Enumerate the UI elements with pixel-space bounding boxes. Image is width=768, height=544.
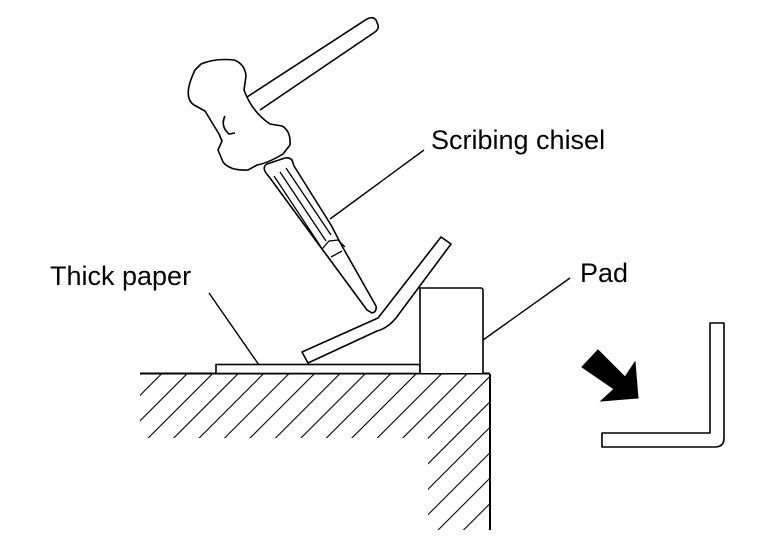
bent-plate (301, 236, 452, 364)
l-bracket (601, 322, 725, 448)
label-scribing-chisel: Scribing chisel (431, 125, 606, 155)
hammer-head (187, 58, 291, 171)
arrow-icon (581, 349, 639, 402)
leader-line-chisel (329, 149, 425, 220)
thick-paper (215, 363, 421, 375)
hammer-handle (246, 16, 379, 111)
scribing-chisel (263, 157, 377, 314)
leader-line-paper (208, 292, 260, 366)
leader-line-pad (482, 277, 571, 341)
label-pad: Pad (580, 258, 629, 288)
label-thick-paper: Thick paper (50, 261, 192, 291)
workbench (140, 372, 491, 530)
pad-block (419, 287, 484, 373)
hammer-head-face (222, 115, 236, 135)
